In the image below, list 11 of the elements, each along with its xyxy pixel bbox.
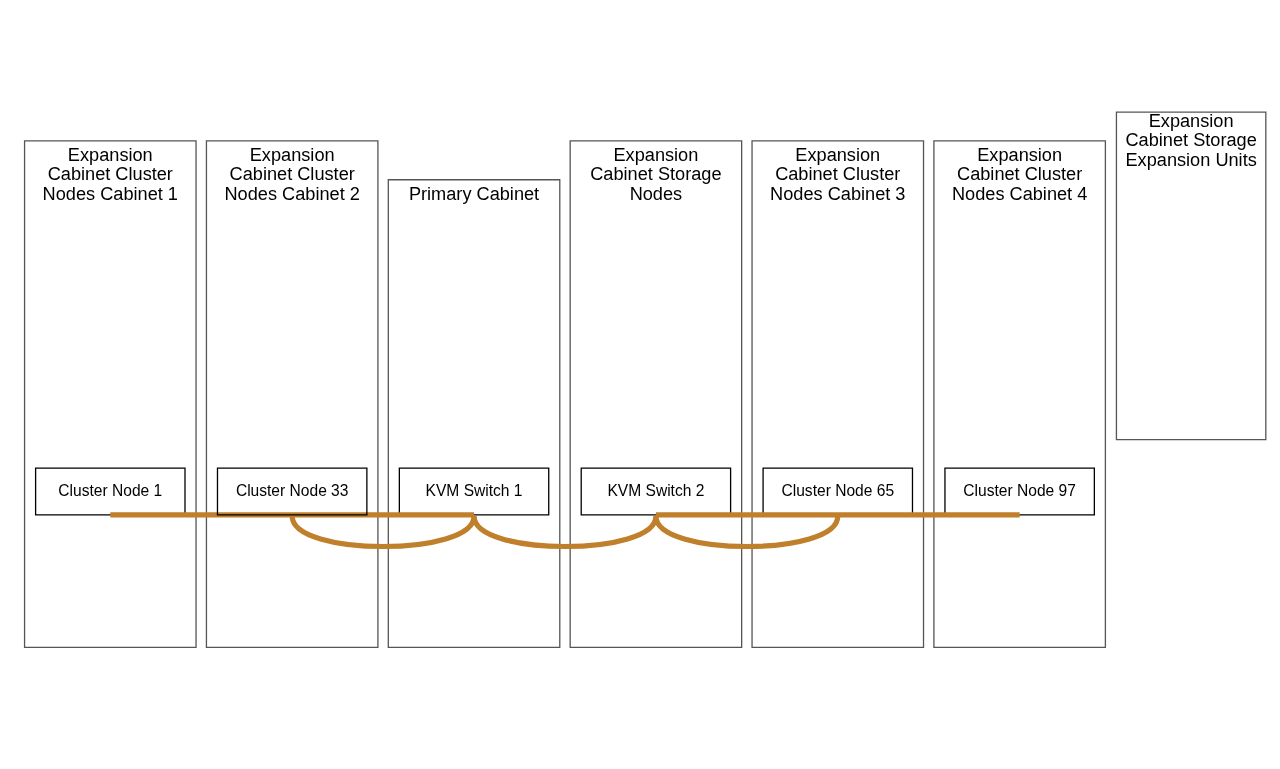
connector (289, 514, 477, 549)
connector (471, 514, 659, 549)
node-box: Expansion Cabinet Storage Expansion Units (1115, 111, 1267, 440)
node-box: KVM Switch 2 (580, 467, 732, 516)
node-box: KVM Switch 1 (398, 467, 550, 516)
node-box: Cluster Node 1 (34, 467, 186, 516)
node-box: Cluster Node 97 (944, 467, 1095, 516)
connector (110, 511, 475, 517)
node-box: Cluster Node 33 (216, 467, 368, 516)
connector (653, 514, 841, 549)
connector (655, 511, 1020, 517)
